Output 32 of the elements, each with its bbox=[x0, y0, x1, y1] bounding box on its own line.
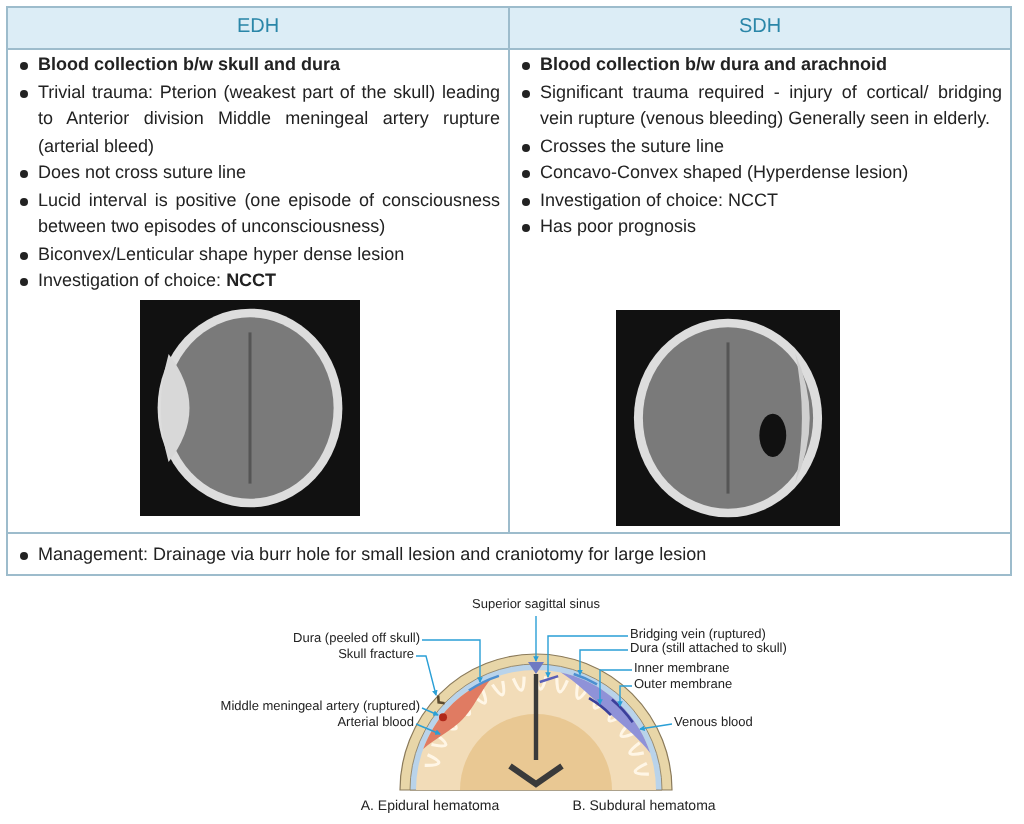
leader-line bbox=[639, 723, 673, 732]
leader-line bbox=[577, 649, 629, 676]
leader-line bbox=[421, 707, 439, 716]
leader-line bbox=[415, 655, 438, 696]
dura-layer bbox=[573, 672, 598, 686]
column-header: EDH bbox=[6, 6, 510, 50]
leader-line bbox=[597, 669, 633, 705]
leader-line bbox=[545, 635, 629, 678]
list-item: Trivial trauma: Pterion (weakest part of the skull) leading to Anterior division Middle meningeal artery rupture (arterial bleed) bbox=[16, 79, 500, 160]
column-header: SDH bbox=[508, 6, 1012, 50]
list-item: Management: Drainage via burr hole for small lesion and craniotomy for large lesion bbox=[16, 542, 996, 569]
leader-line bbox=[415, 723, 441, 735]
dura-layer bbox=[468, 674, 500, 692]
leader-line bbox=[617, 685, 633, 707]
bridging-vein bbox=[539, 674, 559, 684]
list-item: Investigation of choice: NCCT bbox=[16, 268, 500, 295]
list-item: Blood collection b/w dura and arachnoid bbox=[518, 52, 1002, 79]
list-item: Has poor prognosis bbox=[518, 214, 1002, 241]
leader-line bbox=[421, 639, 483, 683]
leader-line bbox=[533, 615, 539, 662]
list-item: Does not cross suture line bbox=[16, 160, 500, 187]
blood-clot bbox=[423, 678, 492, 749]
list-item: Investigation of choice: NCCT bbox=[518, 187, 1002, 214]
venous-sinus-shape bbox=[528, 662, 544, 674]
list-item: Significant trauma required - injury of cortical/ bridging vein rupture (venous bleeding) Generally seen in elderly. bbox=[518, 79, 1002, 133]
list-item: Blood collection b/w skull and dura bbox=[16, 52, 500, 79]
list-item: Concavo-Convex shaped (Hyperdense lesion) bbox=[518, 160, 1002, 187]
list-item: Crosses the suture line bbox=[518, 133, 1002, 160]
skull-fracture-crack bbox=[436, 695, 445, 705]
list-item: Biconvex/Lenticular shape hyper dense lesion bbox=[16, 241, 500, 268]
membrane-line bbox=[588, 697, 612, 716]
list-item: Lucid interval is positive (one episode of consciousness between two episodes of unconsciousness) bbox=[16, 187, 500, 241]
